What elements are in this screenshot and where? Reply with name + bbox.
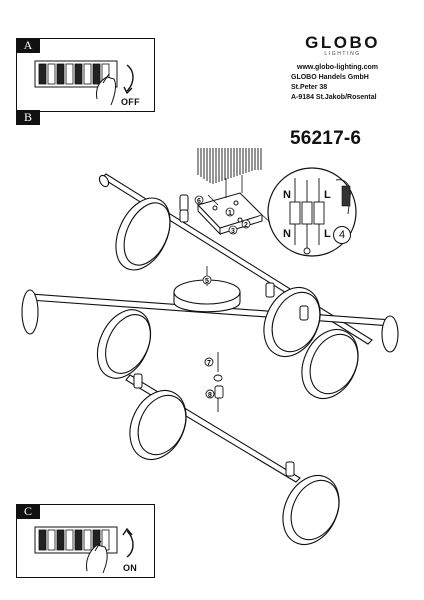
company-address: www.globo-lighting.com GLOBO Handels Gmb…: [291, 63, 378, 103]
switch-on-label: ON: [123, 563, 138, 573]
part-marker-1: 1: [228, 210, 232, 217]
ceiling-canopy: [173, 279, 241, 313]
part-marker-3: 3: [231, 228, 235, 235]
company-website: www.globo-lighting.com: [297, 64, 379, 71]
spot-joints: [133, 194, 309, 477]
wire-label-n-top: N: [283, 189, 291, 201]
section-c-label: C: [16, 504, 40, 519]
part-marker-2: 2: [244, 222, 248, 229]
brand-block: GLOBO LIGHTING: [305, 34, 380, 57]
breaker-switch-on-illustration: [34, 526, 134, 574]
breaker-switch-off-illustration: [34, 60, 134, 106]
model-number: 56217-6: [290, 128, 362, 149]
company-name: GLOBO Handels GmbH: [291, 74, 369, 81]
lower-fastener: [204, 352, 224, 412]
part-marker-7: 7: [207, 360, 211, 367]
brand-tagline: LIGHTING: [324, 51, 361, 57]
fixture-bars: [21, 173, 399, 483]
ceiling-hatch: [197, 148, 262, 184]
spot-heads: [96, 197, 359, 545]
switch-off-label: OFF: [121, 97, 140, 107]
section-b-label: B: [16, 110, 40, 125]
brand-logo: GLOBO: [305, 33, 380, 52]
step-marker-4: 4: [333, 226, 351, 244]
step-marker-4-text: 4: [338, 229, 346, 241]
part-marker-8: 8: [208, 392, 212, 399]
part-marker-6: 6: [197, 198, 201, 205]
section-a-label: A: [16, 38, 40, 53]
terminal-block: [289, 178, 325, 255]
wire-label-l-top: L: [324, 189, 331, 201]
wire-label-n-bottom: N: [283, 228, 291, 240]
part-marker-5: 5: [205, 278, 209, 285]
wire-label-l-bottom: L: [324, 228, 331, 240]
section-a-panel: OFF: [16, 38, 155, 112]
mounting-bracket: [197, 192, 263, 236]
company-city: A-9184 St.Jakob/Rosental: [291, 94, 377, 101]
company-street: St.Peter 38: [291, 84, 328, 91]
